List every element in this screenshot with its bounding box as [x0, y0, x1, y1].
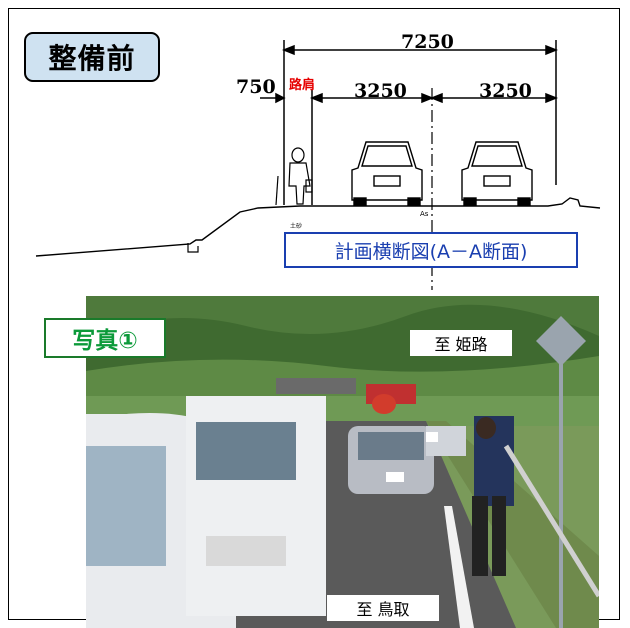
shoulder-label: 路肩 — [289, 78, 316, 93]
destination-top-label: 至 姫路 — [410, 330, 512, 356]
dim-lane-right-label: 3250 — [479, 80, 532, 102]
pedestrian-figure — [288, 147, 313, 205]
ground-mark: 土砂 — [290, 222, 302, 230]
ground-profile — [35, 197, 601, 257]
dim-shoulder-width-label: 750 — [236, 76, 276, 98]
road-photo — [86, 296, 599, 628]
cross-section-caption: 計画横断図(A－A断面) — [284, 232, 578, 268]
cross-section-diagram: As 土砂 — [35, 40, 601, 290]
destination-bottom-label: 至 鳥取 — [327, 595, 439, 621]
car-figure-left — [351, 141, 423, 206]
dim-lane-left-label: 3250 — [354, 80, 407, 102]
car-figure-right — [461, 141, 533, 206]
dim-total-label: 7250 — [401, 31, 454, 53]
before-badge: 整備前 — [24, 32, 160, 82]
photo-badge: 写真① — [44, 318, 166, 358]
centerline-mark: As — [420, 210, 429, 218]
